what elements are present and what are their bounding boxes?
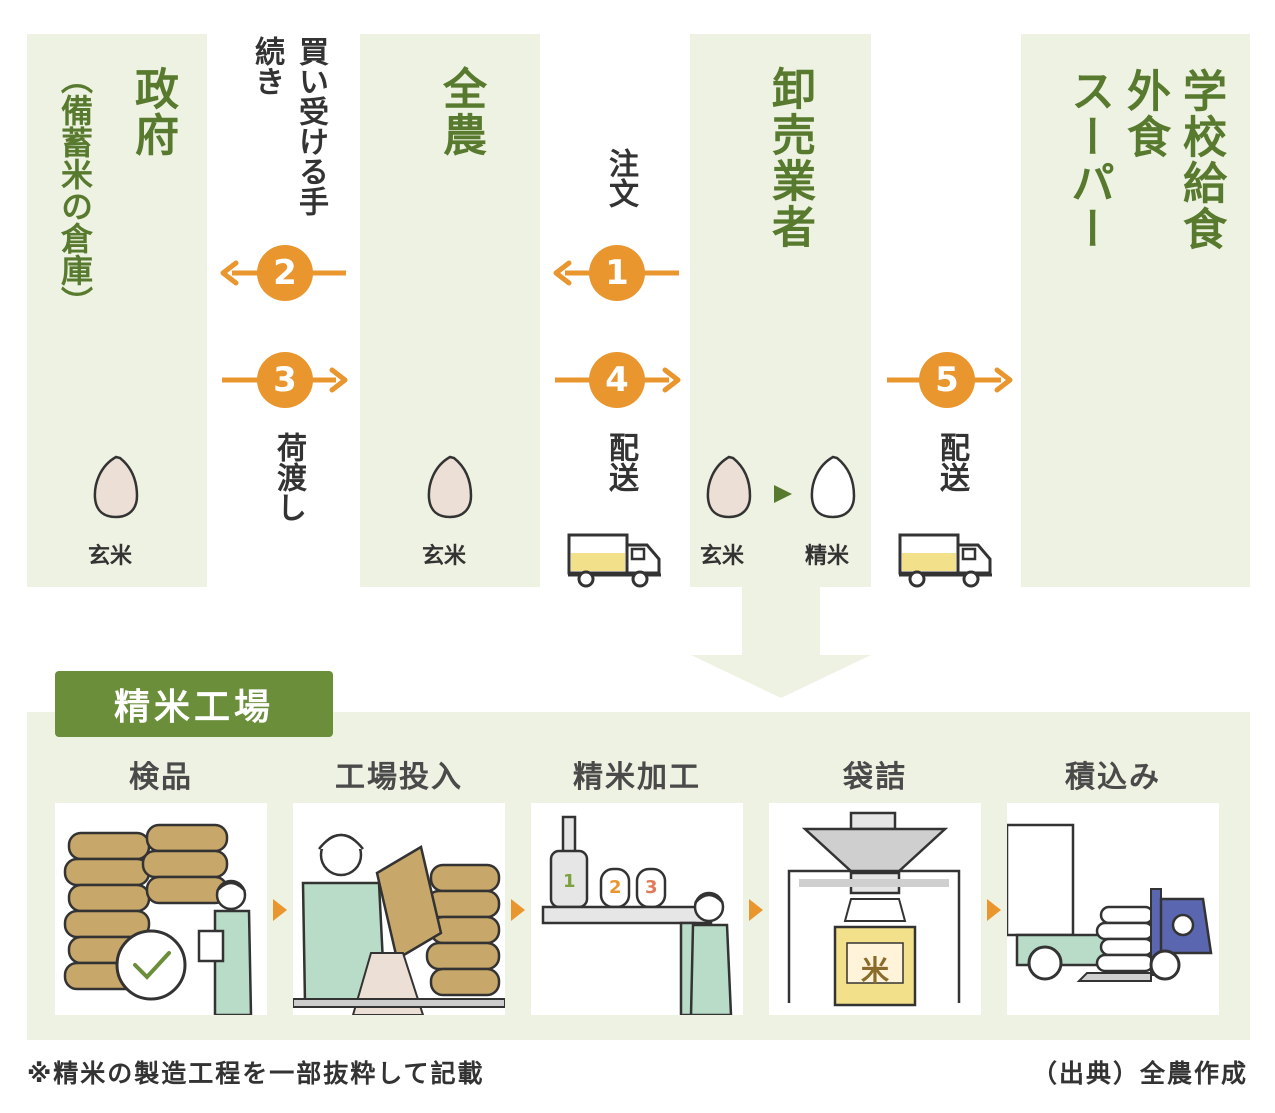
brown-rice-icon [93, 455, 139, 519]
factory-title: 精米工場 [55, 671, 333, 737]
step5-number: 5 [919, 352, 975, 408]
customer-restaurants: 外食 [1119, 68, 1170, 160]
truck-icon [567, 533, 661, 588]
customer-school-lunch: 学校給食 [1175, 68, 1226, 252]
step5-label: 配送 [934, 432, 969, 492]
truck-icon [898, 533, 992, 588]
factory-step-loading: 積込み [1065, 760, 1161, 795]
machine-number-1: 1 [563, 871, 576, 892]
bagging-illustration: 米 [769, 803, 981, 1015]
factory-step-polishing: 精米加工 [573, 760, 701, 795]
loading-illustration [1007, 803, 1219, 1015]
step4-number: 4 [589, 352, 645, 408]
next-step-icon [987, 899, 1001, 921]
inspection-illustration [55, 803, 267, 1015]
step1-number: 1 [589, 245, 645, 301]
factory-step-bagging: 袋詰 [843, 760, 907, 795]
customer-supermarket: スーパー [1063, 68, 1114, 252]
bag-label: 米 [861, 954, 890, 987]
brown-rice-icon [706, 455, 752, 519]
footnote: ※精米の製造工程を一部抜粋して記載 [27, 1059, 485, 1088]
machine-number-2: 2 [609, 877, 622, 898]
government-title: 政府 [127, 66, 178, 158]
zennoh-rice-label: 玄米 [422, 544, 467, 569]
next-step-icon [273, 899, 287, 921]
next-step-icon [511, 899, 525, 921]
wholesaler-polished-rice-label: 精米 [805, 544, 850, 569]
polished-rice-icon [810, 455, 856, 519]
machine-number-3: 3 [645, 877, 658, 898]
next-step-icon [749, 899, 763, 921]
brown-rice-icon [427, 455, 473, 519]
step3-number: 3 [257, 352, 313, 408]
wholesaler-brown-rice-label: 玄米 [700, 544, 745, 569]
down-arrow-icon [691, 587, 871, 698]
government-rice-label: 玄米 [88, 544, 133, 569]
step1-label: 注文 [603, 148, 638, 208]
wholesaler-title: 卸売業者 [764, 66, 815, 250]
factory-step-input: 工場投入 [335, 760, 463, 795]
zennoh-title: 全農 [435, 66, 486, 158]
step2-number: 2 [257, 245, 313, 301]
polishing-illustration: 1 2 3 [531, 803, 743, 1015]
step4-label: 配送 [603, 432, 638, 492]
step3-label: 荷渡し [271, 432, 306, 522]
step2-label: 買い受ける手続き [249, 36, 328, 216]
source-credit: （出典）全農作成 [1031, 1059, 1248, 1088]
government-subtitle: （備蓄米の倉庫） [56, 62, 94, 318]
factory-input-illustration [293, 803, 505, 1015]
factory-step-inspection: 検品 [129, 760, 193, 795]
play-arrow-icon [774, 485, 792, 503]
customers-panel [1021, 34, 1250, 587]
